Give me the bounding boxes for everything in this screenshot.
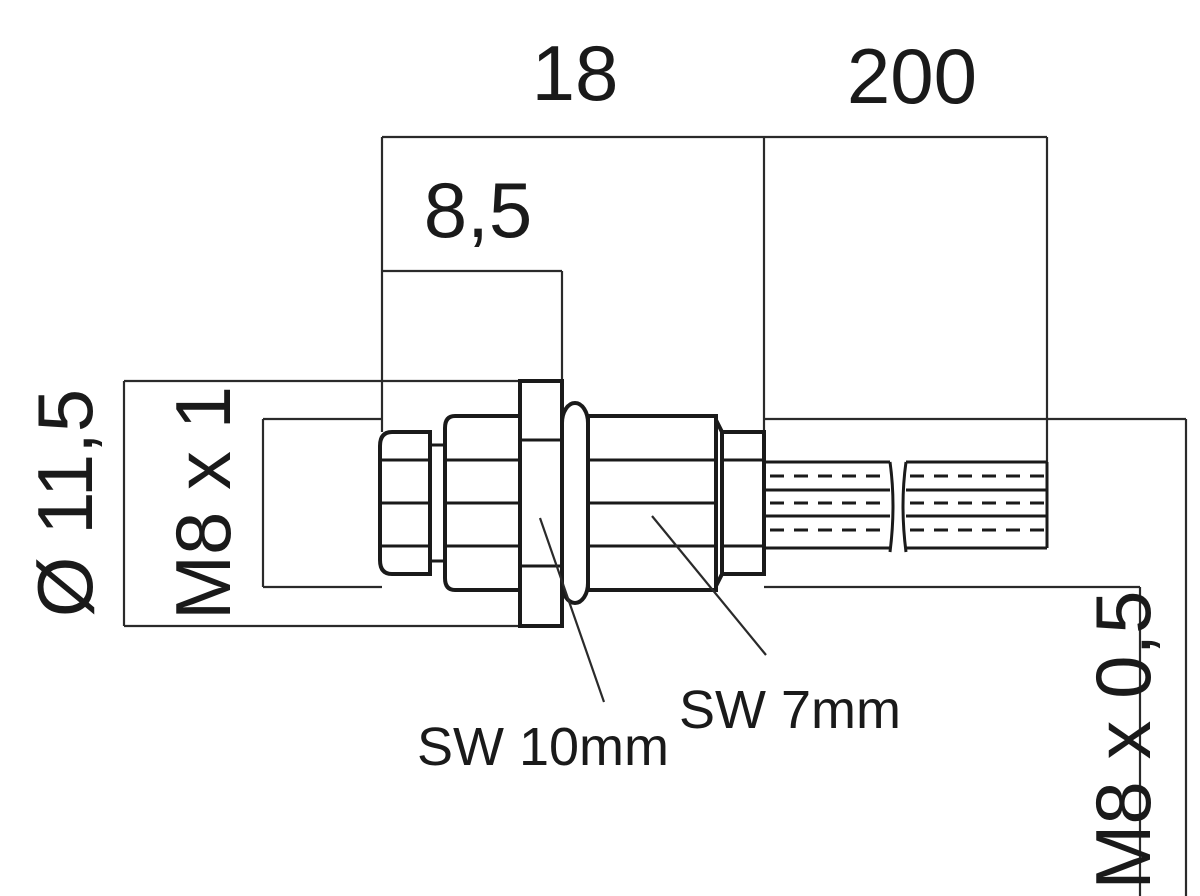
dim-front-thread: M8 x 1 [159,386,247,620]
leader-lines [538,515,767,703]
cable-break-left [888,461,895,553]
callout-wrench-sw10: SW 10mm [417,717,669,777]
dim-outer-diameter: Ø 11,5 [21,389,109,617]
rear-nut [720,430,766,576]
front-thread-sleeve [443,414,522,592]
callout-wrench-sw7: SW 7mm [679,680,901,740]
front-plug [378,430,432,576]
cable-break-right [901,461,908,553]
seal-ring [560,401,590,605]
dim-front-length: 8,5 [424,166,532,254]
dim-rear-thread: M8 x 0,5 [1079,590,1167,889]
dim-overall-length: 18 [532,29,619,117]
dimension-lines [122,135,1188,896]
hex-nut-sw10 [518,379,564,628]
dim-cable-length: 200 [847,32,977,120]
connector-body [378,379,766,628]
cable [764,460,1049,553]
